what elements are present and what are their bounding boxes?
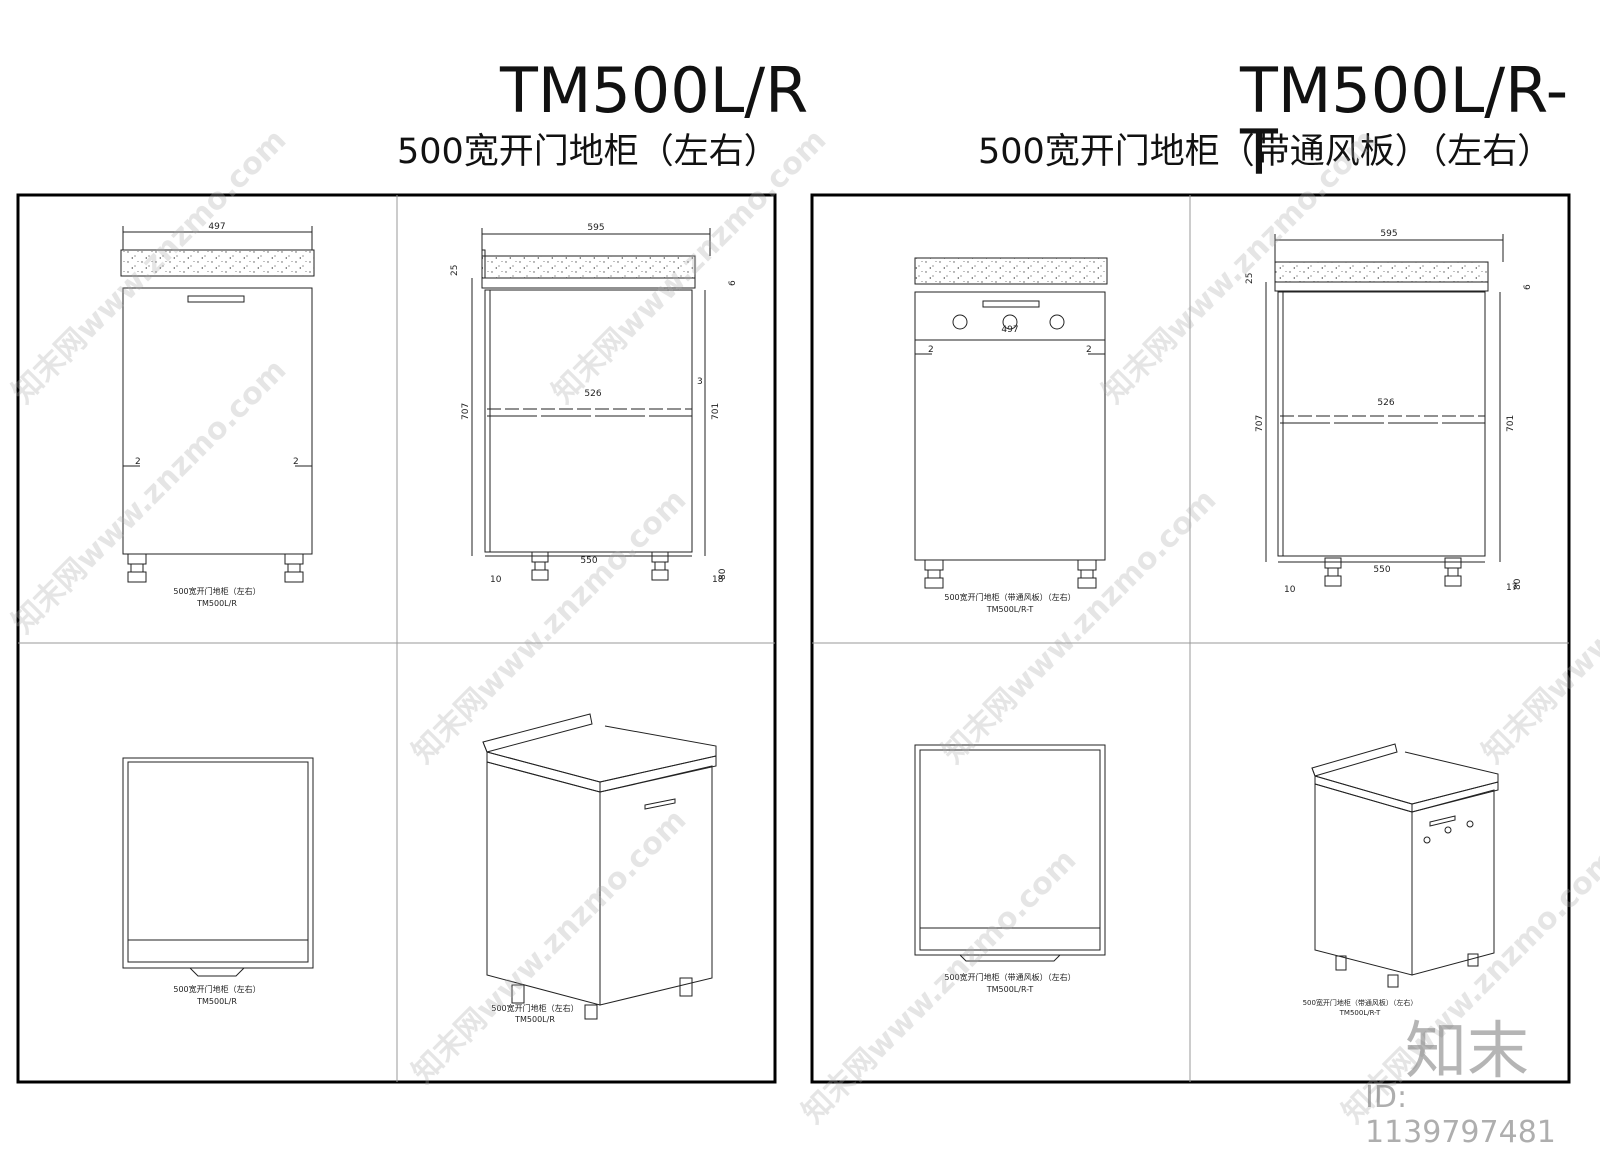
right-side-view: 595 25 6 526 707 701 550 10 17 80: [1245, 229, 1533, 595]
side-countertop: [1274, 261, 1489, 283]
left-iso-view: 500宽开门地柜（左右） TM500L/R: [482, 713, 717, 1024]
plan-handle: [189, 967, 245, 977]
right-sheet: 497 2 2 500宽开门地柜（带通风板）（左右） TM500L/R-T 59…: [810, 193, 1571, 1084]
right-plan-caption-code: TM500L/R-T: [986, 985, 1034, 994]
dim-526: 526: [1377, 398, 1394, 408]
vent-hole-3: [1049, 314, 1065, 330]
dim-25: 25: [450, 265, 460, 276]
left-iso-caption-code: TM500L/R: [514, 1015, 555, 1024]
left-front-caption-code: TM500L/R: [196, 599, 237, 608]
left-iso-caption-name: 500宽开门地柜（左右）: [491, 1003, 578, 1013]
countertop: [914, 257, 1108, 285]
plan-outline: [914, 744, 1106, 956]
left-model-code: TM500L/R: [500, 54, 809, 127]
door-panel: [122, 287, 313, 555]
dim-10: 10: [490, 575, 502, 585]
dim-595: 595: [587, 223, 604, 233]
dim-701: 701: [711, 403, 721, 420]
dim-707: 707: [461, 403, 471, 420]
iso-backsplash: [1311, 743, 1398, 777]
foot-left-top: [127, 553, 147, 565]
left-side-view: 595 25 6 526 3 707 701 550 10 18 80: [450, 223, 738, 585]
dim-497: 497: [208, 222, 225, 232]
dim-2-left: 2: [135, 457, 141, 467]
dim-80: 80: [1513, 578, 1523, 590]
dim-2-right: 2: [1086, 345, 1092, 355]
dim-2-left: 2: [928, 345, 934, 355]
iso-handle: [644, 798, 676, 810]
plan-outline: [122, 757, 314, 969]
dim-3: 3: [697, 377, 703, 387]
side-carcass: [484, 289, 693, 553]
left-front-view: 497 2 2 500宽开门地柜（左右） TM500L/R: [120, 222, 315, 608]
side-countertop: [481, 255, 696, 279]
right-front-caption-code: TM500L/R-T: [986, 605, 1034, 614]
right-iso-caption-code: TM500L/R-T: [1339, 1009, 1381, 1017]
dim-595: 595: [1380, 229, 1397, 239]
iso-door: [1314, 783, 1413, 976]
door-handle: [982, 300, 1040, 308]
vent-hole-1: [952, 314, 968, 330]
iso-handle: [1429, 815, 1456, 827]
iso-backsplash: [482, 713, 593, 753]
left-plan-caption-code: TM500L/R: [196, 997, 237, 1006]
plan-handle: [959, 954, 1061, 962]
brand-logo: 知末: [1405, 1014, 1530, 1087]
dim-80: 80: [718, 568, 728, 580]
door-handle: [187, 295, 245, 303]
dim-2-right: 2: [293, 457, 299, 467]
dim-707: 707: [1255, 415, 1265, 432]
vent-hole-2: [1002, 314, 1018, 330]
foot-right-top: [284, 553, 304, 565]
dim-10: 10: [1284, 585, 1296, 595]
countertop: [120, 249, 315, 277]
right-model-code: TM500L/R-T: [1240, 54, 1569, 189]
dim-701: 701: [1506, 415, 1516, 432]
dim-497: 497: [1001, 325, 1018, 335]
dim-18: 18: [712, 575, 724, 585]
dim-550: 550: [580, 556, 597, 566]
right-plan-caption-name: 500宽开门地柜（带通风板）（左右）: [944, 972, 1075, 982]
right-front-caption-name: 500宽开门地柜（带通风板）（左右）: [944, 592, 1075, 602]
door-panel: [914, 291, 1106, 561]
side-carcass: [1277, 291, 1486, 557]
right-plan-view: 500宽开门地柜（带通风板）（左右） TM500L/R-T: [914, 744, 1106, 994]
left-plan-view: 500宽开门地柜（左右） TM500L/R: [122, 757, 314, 1006]
dim-25: 25: [1245, 273, 1255, 284]
dim-17: 17: [1506, 583, 1517, 593]
right-iso-view: 500宽开门地柜（带通风板）（左右） TM500L/R-T: [1303, 743, 1499, 1017]
right-iso-caption-name: 500宽开门地柜（带通风板）（左右）: [1303, 998, 1418, 1007]
left-sheet: 497 2 2 500宽开门地柜（左右） TM500L/R 595 25 6: [16, 193, 777, 1084]
dim-6: 6: [728, 280, 738, 286]
iso-door: [486, 761, 601, 1006]
dim-526: 526: [584, 389, 601, 399]
right-front-view: 497 2 2 500宽开门地柜（带通风板）（左右） TM500L/R-T: [914, 257, 1108, 614]
left-plan-caption-name: 500宽开门地柜（左右）: [173, 984, 260, 994]
left-model-subtitle: 500宽开门地柜（左右）: [397, 132, 779, 172]
dim-6: 6: [1523, 284, 1533, 290]
right-model-subtitle: 500宽开门地柜（带通风板）（左右）: [978, 132, 1553, 172]
dim-550: 550: [1373, 565, 1390, 575]
left-front-caption-name: 500宽开门地柜（左右）: [173, 586, 260, 596]
id-label: ID: 1139797481: [1365, 1080, 1556, 1150]
